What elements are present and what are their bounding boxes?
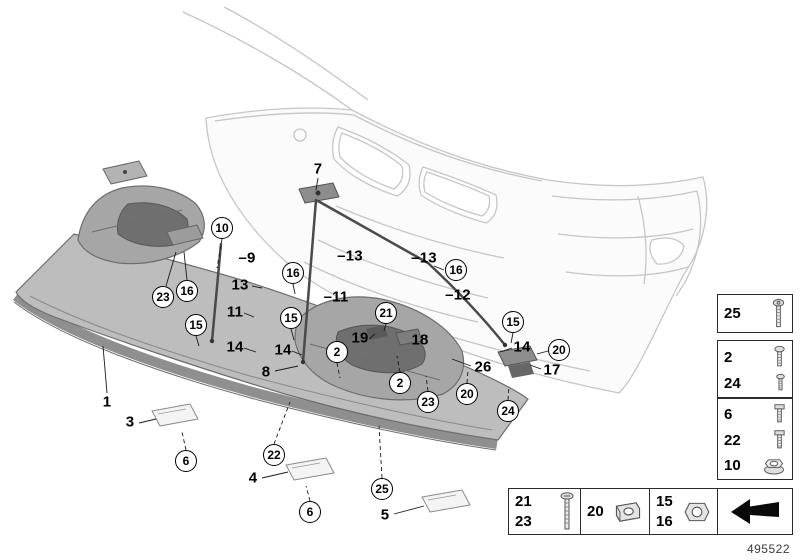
legend-part-ref: 2 — [724, 348, 733, 366]
legend-item-24[interactable]: 24 — [724, 373, 786, 393]
legend-part-ref: 15 — [656, 492, 673, 510]
callout-20[interactable]: 20 — [456, 383, 478, 405]
callout-9[interactable]: –9 — [238, 249, 256, 267]
direction-arrow-icon — [728, 494, 782, 530]
callout-14[interactable]: 14 — [226, 338, 244, 356]
legend-part-ref: 10 — [724, 456, 741, 474]
callout-15[interactable]: 15 — [502, 311, 524, 333]
callout-6[interactable]: 6 — [299, 501, 321, 523]
bumper-artwork — [182, 6, 708, 394]
callout-6[interactable]: 6 — [175, 450, 197, 472]
callout-17[interactable]: 17 — [543, 361, 561, 379]
callout-2[interactable]: 2 — [389, 372, 411, 394]
callout-16[interactable]: 16 — [176, 280, 198, 302]
legend-item-2[interactable]: 2 — [724, 345, 786, 369]
legend-box-15-16[interactable]: 15 16 — [649, 488, 718, 535]
callout-23[interactable]: 23 — [417, 391, 439, 413]
legend-part-ref: 22 — [724, 431, 741, 449]
legend-box-20[interactable]: 20 — [580, 488, 650, 535]
torx-screw-long-icon — [771, 298, 786, 330]
callout-25[interactable]: 25 — [371, 478, 393, 500]
callout-2[interactable]: 2 — [326, 341, 348, 363]
legend-box-21-23[interactable]: 21 23 — [508, 488, 581, 535]
screw-small-icon — [775, 373, 786, 393]
legend-box-25[interactable]: 25 — [717, 294, 793, 333]
clip-nut-icon — [613, 499, 643, 525]
callout-14[interactable]: 14 — [274, 341, 292, 359]
legend-part-ref: 20 — [587, 503, 604, 520]
callout-16[interactable]: 16 — [445, 259, 467, 281]
callout-18[interactable]: 18 — [411, 331, 429, 349]
legend-item-10[interactable]: 10 — [724, 456, 786, 475]
legend-part-ref: 25 — [724, 305, 741, 322]
legend-item-6[interactable]: 6 — [724, 403, 786, 425]
hex-bolt-icon — [773, 429, 786, 451]
legend-part-ref: 21 — [515, 492, 532, 510]
callout-13[interactable]: 13 — [231, 276, 249, 294]
legend-part-ref: 23 — [515, 513, 532, 531]
pan-head-screw-long-icon — [560, 491, 574, 532]
legend-item-22[interactable]: 22 — [724, 429, 786, 451]
torx-screw-icon — [773, 345, 786, 369]
callout-4[interactable]: 4 — [248, 469, 258, 487]
hex-nut-icon — [683, 500, 711, 524]
callout-3[interactable]: 3 — [125, 413, 135, 431]
hardware-artwork — [102, 160, 538, 513]
callout-20[interactable]: 20 — [548, 339, 570, 361]
leader-lines — [102, 177, 549, 515]
callout-1[interactable]: 1 — [102, 393, 112, 411]
callout-16[interactable]: 16 — [282, 262, 304, 284]
callout-22[interactable]: 22 — [263, 444, 285, 466]
legend-part-ref: 16 — [656, 513, 673, 531]
callout-13[interactable]: –13 — [411, 249, 437, 267]
flange-nut-icon — [762, 456, 786, 475]
callout-8[interactable]: 8 — [261, 363, 271, 381]
callout-12[interactable]: –12 — [445, 286, 471, 304]
legend-box-2-24[interactable]: 2 24 — [717, 340, 793, 398]
callout-11[interactable]: 11 — [226, 303, 244, 321]
legend-box-6-22-10[interactable]: 6 22 10 — [717, 398, 793, 480]
callout-5[interactable]: 5 — [380, 506, 390, 524]
callout-15[interactable]: 15 — [280, 307, 302, 329]
legend-item-25[interactable]: 25 — [724, 298, 786, 330]
callout-21[interactable]: 21 — [375, 302, 397, 324]
hex-bolt-icon — [773, 403, 786, 425]
legend-part-ref: 6 — [724, 405, 733, 423]
callout-24[interactable]: 24 — [497, 400, 519, 422]
callout-11[interactable]: –11 — [323, 288, 349, 306]
callout-14[interactable]: 14 — [513, 338, 531, 356]
callout-19[interactable]: 19 — [351, 329, 369, 347]
legend-part-ref: 24 — [724, 374, 741, 392]
callout-15[interactable]: 15 — [185, 314, 207, 336]
callout-26[interactable]: 26 — [474, 358, 492, 376]
callout-23[interactable]: 23 — [152, 286, 174, 308]
callout-13[interactable]: –13 — [337, 247, 363, 265]
legend-box-direction[interactable] — [717, 488, 793, 535]
part-number: 495522 — [746, 542, 790, 556]
callout-7[interactable]: 7 — [313, 160, 323, 178]
callout-10[interactable]: 10 — [211, 217, 233, 239]
